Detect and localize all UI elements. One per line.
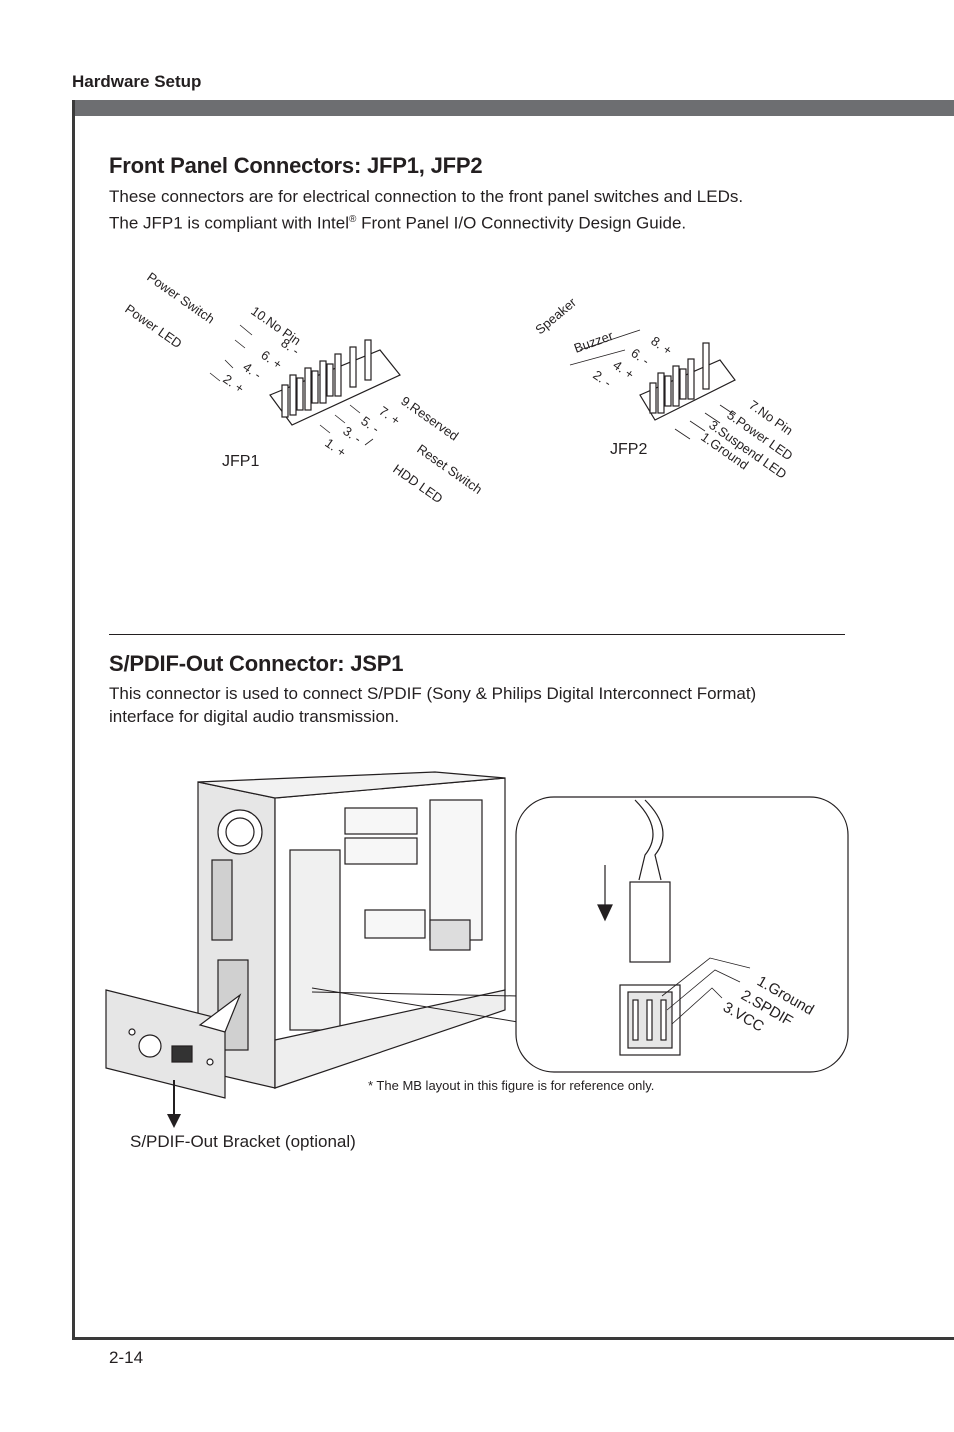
jfp2-pin-2: 2. - [590, 367, 614, 390]
spdif-bracket [105, 989, 242, 1099]
desc-text: The JFP1 is compliant with Intel [109, 213, 349, 233]
down-arrow-icon [167, 1080, 181, 1128]
spdif-cable [597, 799, 671, 963]
spdif-title: S/PDIF-Out Connector: JSP1 [109, 651, 404, 676]
jfp2-label: JFP2 [610, 441, 647, 458]
spdif-illustration: 1.Ground 2.SPDIF 3.VCC [105, 771, 849, 1099]
spdif-description-line2: interface for digital audio transmission… [109, 707, 400, 726]
jfp1-pin-9: 9.Reserved [398, 393, 461, 443]
header-bar [72, 100, 954, 116]
front-panel-title: Front Panel Connectors: JFP1, JFP2 [109, 153, 483, 178]
jfp1-diagram: Power Switch Power LED 10.No Pin 8. - 6.… [122, 269, 485, 506]
jfp2-pin-8: 8. + [648, 333, 675, 358]
front-panel-description: These connectors are for electrical conn… [109, 185, 845, 235]
spdif-description-line1: This connector is used to connect S/PDIF… [109, 684, 757, 703]
jfp1-pin-4: 4. - [240, 359, 264, 382]
jfp1-pin-2: 2. + [220, 371, 247, 396]
jfp2-diagram: Speaker Buzzer 8. + 6. - 4. + 2. - 7.No … [532, 295, 795, 482]
jsp1-header [619, 984, 681, 1056]
zoom-callout [515, 796, 849, 1073]
registered-mark: ® [348, 214, 357, 225]
jfp1-pins [281, 339, 372, 418]
frame-left-border [72, 100, 75, 1340]
front-panel-description-line2: The JFP1 is compliant with Intel® Front … [109, 208, 845, 235]
figure-note: * The MB layout in this figure is for re… [368, 1078, 655, 1093]
page-number: 2-14 [109, 1348, 144, 1367]
jfp1-label: JFP1 [222, 453, 259, 470]
spdif-bracket-label: S/PDIF-Out Bracket (optional) [130, 1132, 356, 1151]
spdif-description: This connector is used to connect S/PDIF… [109, 682, 845, 728]
jfp1-pin-1: 1. + [322, 435, 349, 460]
desc-text: Front Panel I/O Connectivity Design Guid… [356, 213, 687, 233]
jfp2-pins [649, 342, 710, 414]
jfp2-pin-4: 4. + [610, 357, 637, 382]
section-label: Hardware Setup [72, 72, 202, 91]
jfp2-pin-6: 6. - [628, 345, 652, 368]
pc-case [197, 771, 506, 1089]
jfp2-group-buzzer: Buzzer [572, 328, 616, 356]
jfp1-group-power-led: Power LED [122, 301, 184, 351]
section-divider [109, 634, 845, 635]
jfp2-group-speaker: Speaker [532, 295, 579, 337]
front-panel-description-line1: These connectors are for electrical conn… [109, 187, 744, 206]
frame-bottom-border [72, 1337, 954, 1340]
